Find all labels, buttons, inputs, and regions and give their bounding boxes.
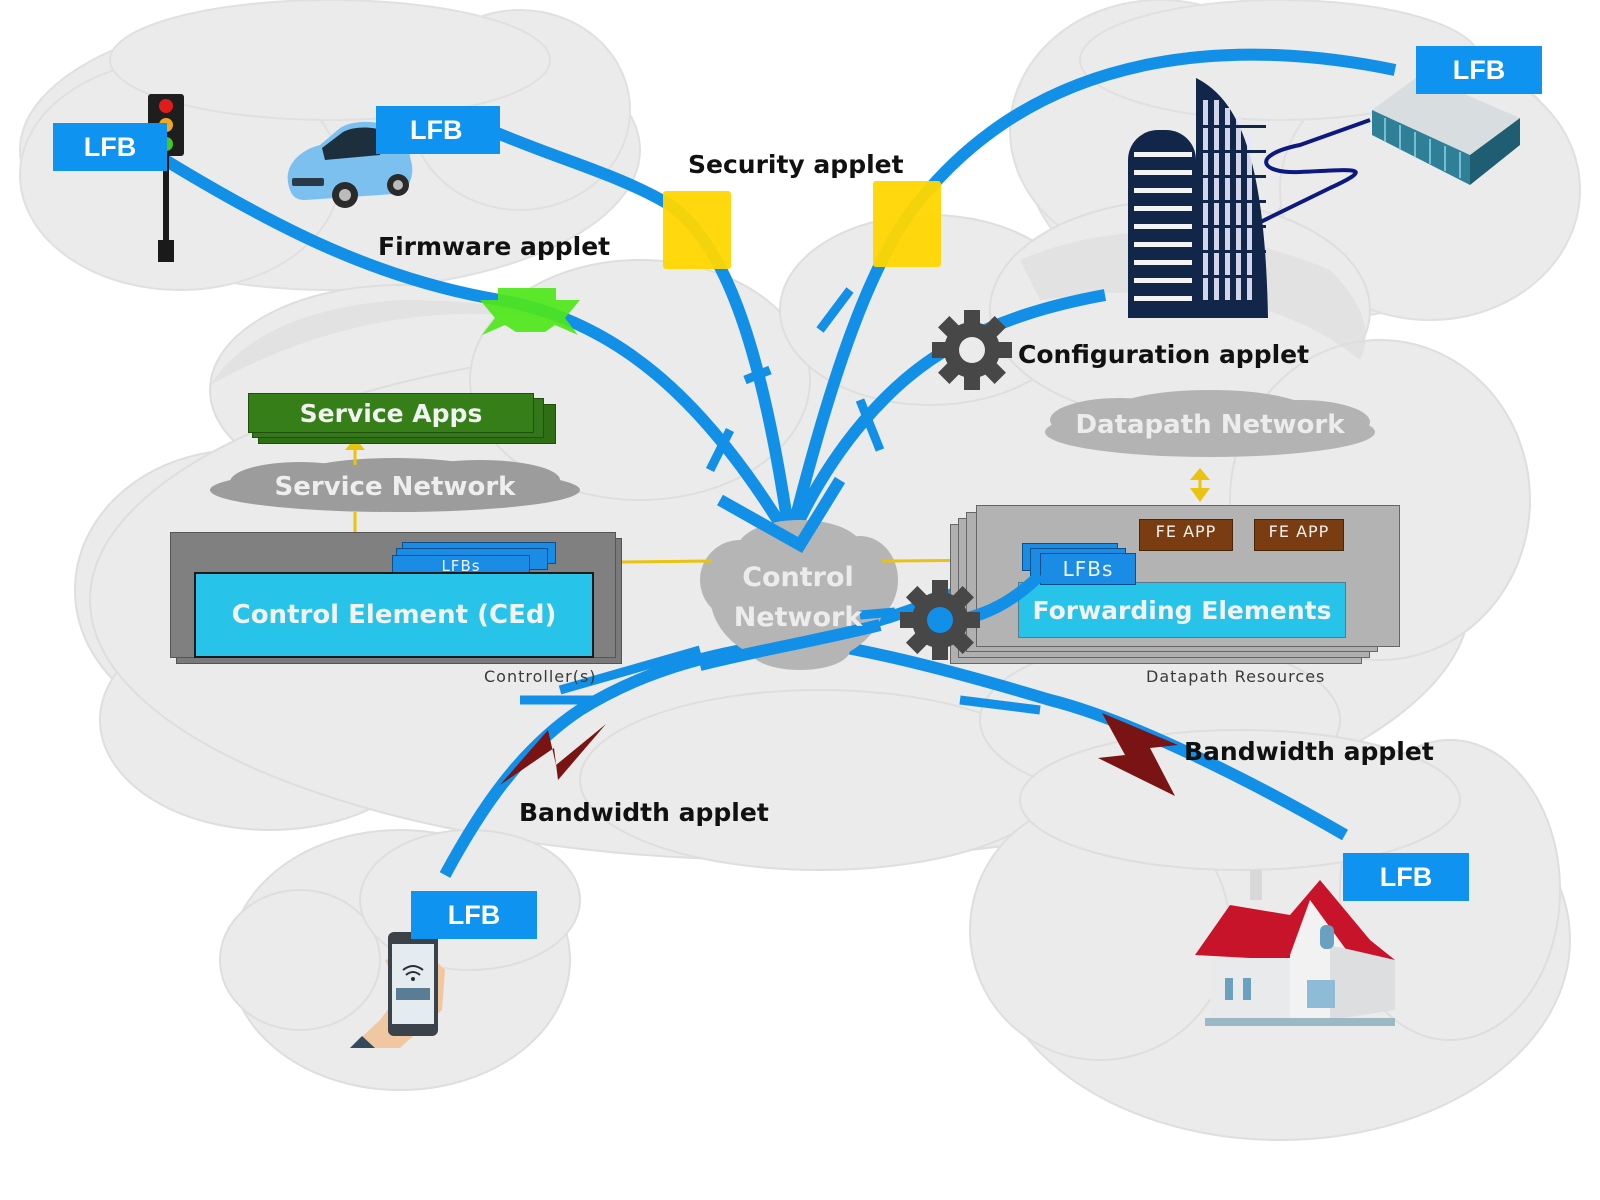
car-icon (287, 121, 413, 208)
fe-app-box-2: FE APP (1254, 519, 1344, 551)
lfb-tag-house: LFB (1343, 853, 1469, 901)
service-network-cloud (210, 458, 580, 512)
service-network-label: Service Network (274, 472, 516, 502)
lfb-tag-traffic-light: LFB (53, 123, 167, 171)
control-network-label: Control Network (718, 558, 878, 638)
datapath-lfbs-label: LFBs (1062, 557, 1114, 581)
security-applet-block-1 (663, 191, 731, 269)
lfb-label: LFB (410, 114, 463, 145)
link-building-to-datacenter (1239, 118, 1371, 234)
firmware-applet-icon (480, 288, 580, 335)
control-network-line-2: Network (733, 602, 863, 633)
datapath-network-label: Datapath Network (1075, 410, 1345, 440)
controller-caption: Controller(s) (484, 667, 597, 686)
bandwidth-applet-label-left: Bandwidth applet (519, 798, 769, 827)
bandwidth-applet-icon-right (1098, 713, 1178, 796)
link-data-center (784, 48, 1397, 542)
lfb-label: LFB (1379, 861, 1433, 892)
data-center-icon (1372, 75, 1520, 185)
lfb-label: LFB (447, 899, 501, 930)
fe-app-box-1: FE APP (1139, 519, 1233, 551)
security-applet-label: Security applet (688, 150, 904, 179)
forwarding-elements-box: Forwarding Elements (1018, 582, 1346, 638)
cloud-shadow-overlaps (210, 232, 1366, 385)
security-applet-block-2 (873, 181, 941, 267)
lfb-tag-car: LFB (376, 106, 500, 154)
lfb-label: LFB (83, 131, 137, 162)
datapath-network-cloud (1045, 390, 1375, 457)
lfb-label: LFB (1452, 54, 1506, 85)
firmware-applet-label: Firmware applet (378, 232, 611, 261)
service-apps-box: Service Apps (248, 393, 534, 433)
configuration-applet-label: Configuration applet (1018, 340, 1310, 369)
fe-app-label-2: FE APP (1268, 522, 1330, 541)
datapath-lfbs-box: LFBs (1040, 553, 1136, 585)
fe-app-label-1: FE APP (1155, 522, 1217, 541)
bandwidth-applet-label-right: Bandwidth applet (1184, 737, 1434, 766)
controller-lfbs-label: LFBs (441, 557, 481, 575)
smartphone-icon (350, 932, 445, 1048)
link-house (799, 634, 1349, 841)
house-icon (1195, 870, 1395, 1026)
controller-lfbs-box: LFBs (392, 555, 530, 577)
lfb-tag-smartphone: LFB (411, 891, 537, 939)
office-building-icon (1128, 78, 1268, 318)
control-element-box: Control Element (CEd) (194, 572, 594, 658)
forwarding-elements-label: Forwarding Elements (1032, 595, 1332, 625)
gear-icon-configuration (932, 310, 1012, 390)
datapath-resources-caption: Datapath Resources (1146, 667, 1326, 686)
control-network-line-1: Control (742, 562, 854, 593)
service-apps-label: Service Apps (299, 398, 483, 428)
control-element-label: Control Element (CEd) (231, 600, 557, 630)
lfb-tag-data-center: LFB (1416, 46, 1542, 94)
